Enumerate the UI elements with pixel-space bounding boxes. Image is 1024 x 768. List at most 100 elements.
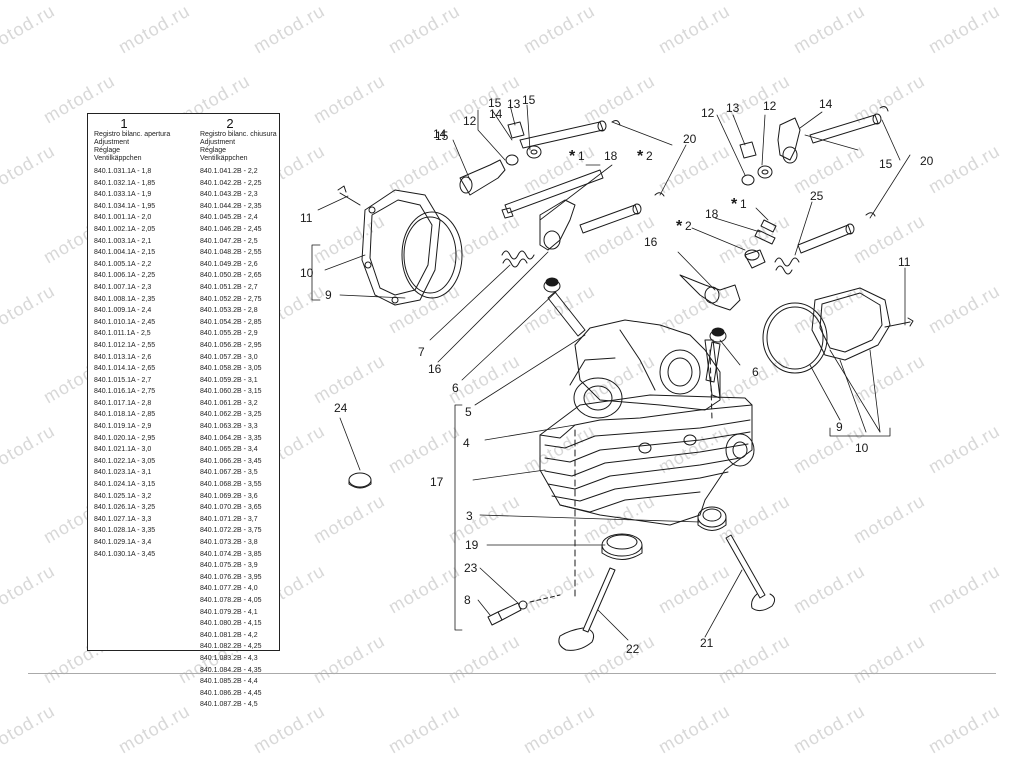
part-number-row: 840.1.041.2B - 2,2 [200,168,258,175]
callout-number: 13 [726,101,740,115]
callout-number: 11 [300,211,313,225]
part-number-row: 840.1.044.2B - 2,35 [200,202,262,210]
part-number-row: 840.1.069.2B - 3,6 [200,492,258,500]
part-number-row: 840.1.024.1A - 3,15 [94,481,156,489]
column-header: Registro bilanc. apertura Adjustment Rég… [94,131,186,163]
part-number-row: 840.1.034.1A - 1,95 [94,202,156,210]
part-number-row: 840.1.007.1A - 2,3 [94,283,152,291]
header-line: Registro bilanc. chiusura [200,131,277,138]
part-number-row: 840.1.054.2B - 2,85 [200,318,262,326]
part-number-row: 840.1.062.2B - 3,25 [200,411,262,419]
part-number-row: 840.1.053.2B - 2,8 [200,307,258,315]
callout-number: 15 [488,96,502,110]
callout-number: 14 [489,107,503,121]
part-number-row: 840.1.005.1A - 2,2 [94,260,152,268]
callout-number: 15 [879,157,893,171]
part-number-row: 840.1.060.2B - 3,15 [200,388,262,396]
callout-number: 15 [435,129,449,143]
valve-seat-rings [601,506,727,560]
part-number-row: 840.1.011.1A - 2,5 [94,330,151,338]
part-number-row: 840.1.081.2B - 4,2 [200,631,258,639]
part-number-row: 840.1.057.2B - 3,0 [200,353,258,361]
part-number-row: 840.1.047.2B - 2,5 [200,237,258,245]
plug [348,472,372,489]
part-number-row: 840.1.004.1A - 2,15 [94,249,156,257]
part-number-row: 840.1.052.2B - 2,75 [200,295,262,303]
callout-number: 16 [428,362,442,376]
callout-number: 22 [626,642,640,656]
bolt-and-washer [487,594,561,626]
part-number-row: 840.1.050.2B - 2,65 [200,272,262,280]
callout-number: 6 [752,365,759,379]
part-number-row: 840.1.014.1A - 2,65 [94,365,156,373]
part-number-row: 840.1.009.1A - 2,4 [94,307,152,315]
callout-number: 2 [685,219,692,233]
callout-number: 5 [465,405,472,419]
part-number-row: 840.1.083.2B - 4,3 [200,654,258,662]
callout-number: 12 [701,106,715,120]
part-number-row: 840.1.016.1A - 2,75 [94,388,156,396]
adjusting-pins-18 [501,169,777,245]
part-number-row: 840.1.051.2B - 2,7 [200,283,258,291]
part-number-row: 840.1.023.1A - 3,1 [94,469,152,477]
part-number-row: 840.1.018.1A - 2,85 [94,411,156,419]
part-number-row: 840.1.078.2B - 4,05 [200,596,262,604]
part-number-row: 840.1.071.2B - 3,7 [200,515,258,523]
part-number-row: 840.1.008.1A - 2,35 [94,295,156,303]
callout-number: 19 [465,538,479,552]
header-line: Registro bilanc. apertura [94,131,171,138]
header-line: Ventilkäppchen [200,155,248,162]
part-number-row: 840.1.029.1A - 3,4 [94,539,152,546]
part-number-row: 840.1.087.2B - 4,5 [200,701,258,709]
part-number-row: 840.1.010.1A - 2,45 [94,318,156,326]
callout-number: 8 [464,593,471,607]
part-number-row: 840.1.084.2B - 4,35 [200,666,262,674]
header-line: Réglage [94,147,121,154]
part-number-row: 840.1.031.1A - 1,8 [94,168,152,175]
part-number-row: 840.1.048.2B - 2,55 [200,249,262,257]
asterisk-marker: * [731,196,738,213]
part-number-row: 840.1.032.1A - 1,85 [94,179,156,187]
part-number-row: 840.1.086.2B - 4,45 [200,689,262,697]
callout-number: 13 [507,97,521,111]
cylinder-head [539,319,755,601]
callout-number: 23 [464,561,478,575]
callout-number: 3 [466,509,473,523]
asterisk-marker: * [676,218,683,235]
part-number-row: 840.1.068.2B - 3,55 [200,481,262,489]
part-number-row: 840.1.070.2B - 3,65 [200,504,262,512]
adjustment-parts-table: 1 Registro bilanc. apertura Adjustment R… [87,113,280,708]
asterisk-marker: * [569,148,576,165]
callout-number: 18 [604,149,618,163]
part-number-row: 840.1.061.2B - 3,2 [200,399,258,407]
part-number-row: 840.1.001.1A - 2,0 [94,214,152,222]
valves [558,534,776,651]
part-number-row: 840.1.002.1A - 2,05 [94,225,156,233]
part-number-row: 840.1.015.1A - 2,7 [94,376,152,384]
callout-number: 20 [920,154,934,168]
part-number-row: 840.1.067.2B - 3,5 [200,469,258,477]
callout-number: 1 [578,149,585,163]
part-number-row: 840.1.073.2B - 3,8 [200,539,258,546]
callout-number: 15 [522,93,536,107]
callout-number: 10 [300,266,314,280]
part-number-row: 840.1.082.2B - 4,25 [200,643,262,651]
part-number-row: 840.1.020.1A - 2,95 [94,434,156,442]
header-line: Adjustment [94,139,130,146]
rocker-arms [459,117,801,311]
part-number-row: 840.1.019.1A - 2,9 [94,423,152,431]
callout-number: 7 [418,345,425,359]
bottom-divider [28,673,996,674]
part-number-row: 840.1.055.2B - 2,9 [200,330,258,338]
part-number-row: 840.1.028.1A - 3,35 [94,527,156,535]
callout-number: 2 [646,149,653,163]
valve-guides [543,277,727,383]
header-line: Adjustment [200,139,236,146]
callout-number: 4 [463,436,470,450]
part-number-row: 840.1.058.2B - 3,05 [200,365,262,373]
asterisk-marker: * [637,148,644,165]
part-number-row: 840.1.085.2B - 4,4 [200,678,258,686]
